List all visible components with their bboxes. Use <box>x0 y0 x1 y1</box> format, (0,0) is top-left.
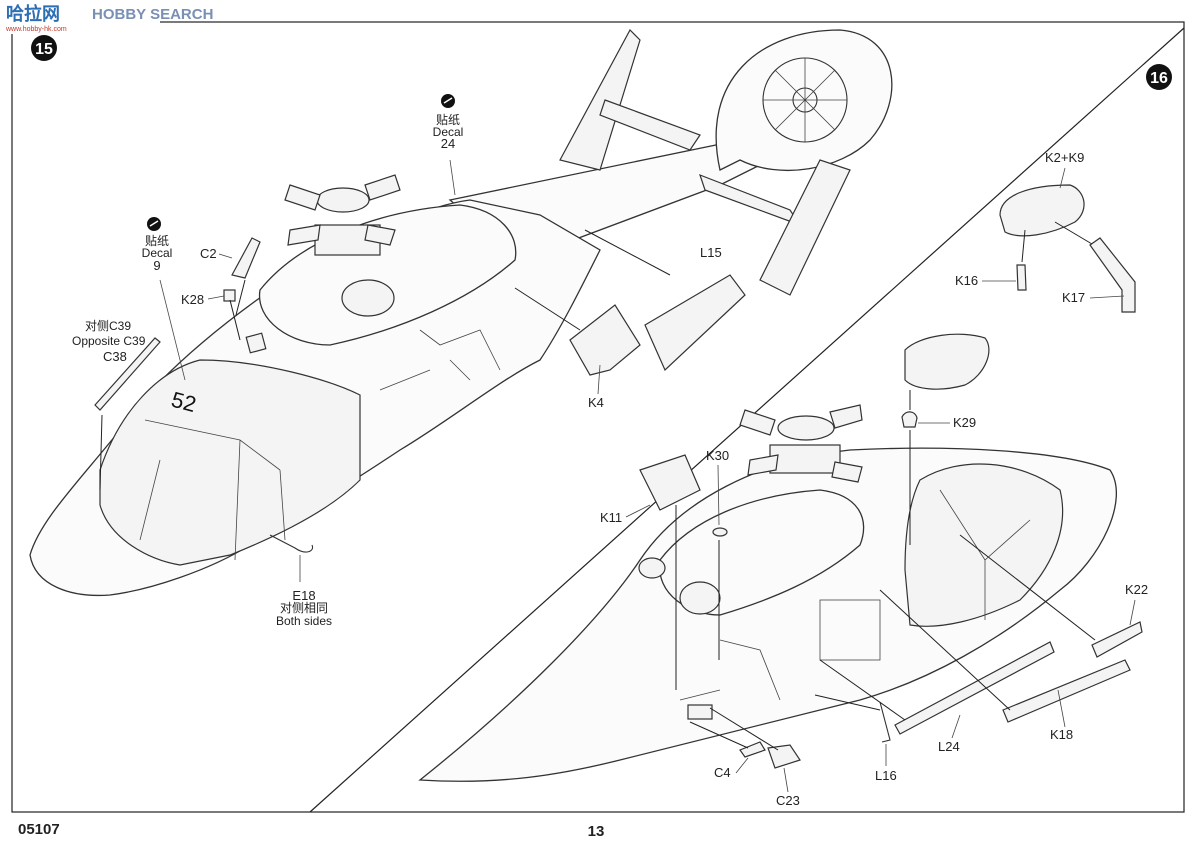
label-k2-k9: K2+K9 <box>1045 150 1084 165</box>
label-k17: K17 <box>1062 290 1085 305</box>
step15-canopy <box>99 359 361 566</box>
label-k16: K16 <box>955 273 978 288</box>
step16-rotor-head <box>739 404 863 483</box>
part-l16 <box>879 701 891 743</box>
step15-tail <box>448 29 893 296</box>
part-k17 <box>1089 237 1136 313</box>
step-16-badge <box>1146 64 1172 90</box>
step15-rotor-head <box>284 174 401 256</box>
part-l15 <box>644 274 746 372</box>
callout-number: 9 <box>153 258 160 273</box>
page-frame <box>11 21 1185 813</box>
label-opposite-c39: Opposite C39 <box>72 334 146 348</box>
watermark: 哈拉网 HOBBY SEARCH www.hobby-hk.com <box>0 0 213 34</box>
label-c4: C4 <box>714 765 731 780</box>
part-k18 <box>1002 659 1131 723</box>
callout-en: Decal <box>142 246 173 260</box>
watermark-brand: HOBBY SEARCH <box>92 6 213 23</box>
label-k28: K28 <box>181 292 204 307</box>
label-l24: L24 <box>938 739 960 754</box>
callout-decal-9: 贴纸 Decal 9 <box>142 217 173 273</box>
page-number: 13 <box>588 823 605 840</box>
callout-en: Decal <box>433 125 464 139</box>
part-k11 <box>639 454 701 511</box>
label-opposite-c39-cn: 对侧C39 <box>85 319 131 333</box>
step-15: 15 5 <box>29 29 893 628</box>
callout-decal-24: 贴纸 Decal 24 <box>433 94 464 151</box>
part-k16 <box>1016 264 1027 291</box>
label-c2: C2 <box>200 246 217 261</box>
callout-cn: 贴纸 <box>436 113 460 127</box>
label-e18-cn: 对侧相同 <box>280 601 328 615</box>
step-16-number: 16 <box>1150 70 1168 87</box>
label-k18: K18 <box>1050 727 1073 742</box>
part-k22 <box>1091 621 1143 658</box>
label-k29: K29 <box>953 415 976 430</box>
part-c4 <box>739 741 766 758</box>
part-k29 <box>901 411 918 428</box>
watermark-logo: 哈拉网 <box>6 3 60 24</box>
step16-canopy <box>904 463 1064 627</box>
label-k30: K30 <box>706 448 729 463</box>
kit-code: 05107 <box>18 821 60 838</box>
part-e18-step <box>269 534 314 553</box>
label-k22: K22 <box>1125 582 1148 597</box>
watermark-sub: www.hobby-hk.com <box>5 26 67 33</box>
label-e18-en: Both sides <box>276 614 332 628</box>
label-e18: E18 <box>292 588 315 603</box>
part-k4 <box>569 304 641 376</box>
part-k28 <box>223 289 236 302</box>
label-k4: K4 <box>588 395 604 410</box>
step-15-badge <box>31 35 57 61</box>
part-c2 <box>231 237 261 279</box>
callout-cn: 贴纸 <box>145 234 169 248</box>
part-c23 <box>767 744 801 769</box>
label-l16: L16 <box>875 768 897 783</box>
part-c38 <box>94 337 161 411</box>
step16-pack <box>904 333 990 390</box>
part-l24 <box>894 641 1055 735</box>
label-c38: C38 <box>103 349 127 364</box>
step-16: 16 <box>418 64 1172 808</box>
callout-number: 24 <box>441 136 455 151</box>
part-k30 <box>712 527 728 537</box>
part-k2-k9 <box>999 184 1085 237</box>
label-c23: C23 <box>776 793 800 808</box>
step-15-number: 15 <box>35 41 53 58</box>
label-k11: K11 <box>600 510 622 525</box>
label-l15: L15 <box>700 245 722 260</box>
